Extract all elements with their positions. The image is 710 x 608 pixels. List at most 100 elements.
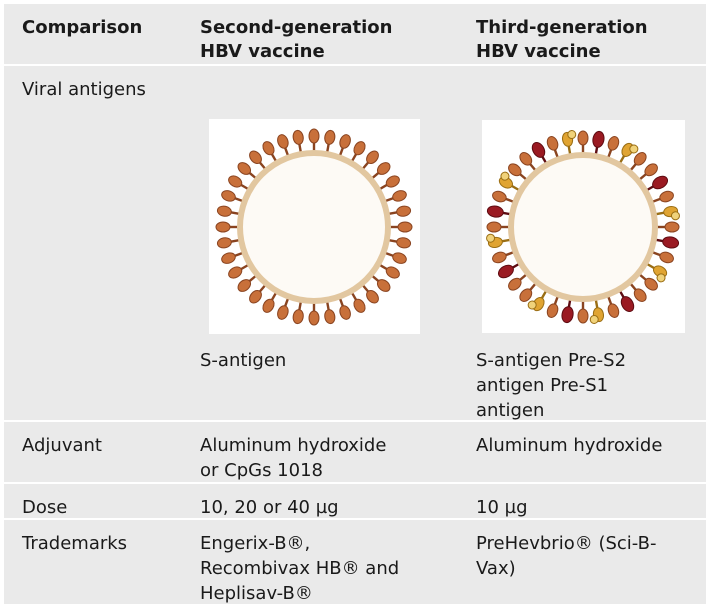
pre-s2-spike xyxy=(655,205,680,221)
s-antigen-spike xyxy=(577,130,589,153)
header-third-generation: Third-generation HBV vaccine xyxy=(476,17,648,62)
s-antigen-spike xyxy=(652,251,674,264)
s-antigen-spike xyxy=(237,274,257,292)
s-antigen-spike xyxy=(228,175,249,191)
s-antigen-spike xyxy=(249,150,267,170)
pre-s1-spike xyxy=(497,262,520,279)
s-antigen-spike xyxy=(577,301,589,324)
third-gen-dose: 10 µg xyxy=(476,497,528,518)
multi-antigen-particle-illustration xyxy=(482,120,685,333)
s-antigen-spike xyxy=(292,129,304,153)
s-antigen-spike xyxy=(308,128,320,151)
s-antigen-spike xyxy=(308,303,320,326)
second-gen-trademarks: Engerix-B®, Recombivax HB® and Heplisav-… xyxy=(200,533,400,604)
s-antigen-spike xyxy=(508,163,528,181)
s-antigen-spike xyxy=(324,301,336,325)
s-antigen-spike xyxy=(607,296,620,318)
s-antigen-spike xyxy=(492,251,514,264)
s-antigen-spike xyxy=(215,221,238,233)
pre-s1-spike xyxy=(561,299,574,324)
s-antigen-spike xyxy=(486,221,509,233)
comparison-table: Comparison Second-generation HBV vaccine… xyxy=(4,4,706,604)
s-antigen-spike xyxy=(338,134,351,156)
s-antigen-spike xyxy=(216,205,240,217)
s-antigen-spike xyxy=(492,190,514,203)
s-antigen-spike xyxy=(385,251,407,264)
table-row-dose: Dose 10, 20 or 40 µg 10 µg xyxy=(4,484,706,520)
s-antigen-spike xyxy=(350,292,366,313)
third-gen-adjuvant: Aluminum hydroxide xyxy=(476,435,663,456)
s-antigen-spike xyxy=(237,162,257,180)
s-antigen-spike xyxy=(371,162,391,180)
row-label-trademarks: Trademarks xyxy=(22,533,128,554)
pre-s1-spike xyxy=(592,130,605,155)
pre-s2-spike xyxy=(646,262,668,283)
s-antigen-spike xyxy=(379,175,400,191)
pre-s1-spike xyxy=(486,205,511,218)
pre-s2-spike xyxy=(589,299,605,324)
multi-antigen-particle-icon xyxy=(486,130,680,324)
s-antigen-spike xyxy=(388,237,412,249)
s-antigen-spike xyxy=(361,150,379,170)
s-antigen-spike xyxy=(262,141,278,162)
table-row-viral-antigens: Viral antigens S-antigen S-antigen Pre-S… xyxy=(4,66,706,422)
particle-membrane xyxy=(237,150,391,304)
third-gen-antigen-text: S-antigen Pre-S2 antigen Pre-S1 antigen xyxy=(476,350,627,421)
s-antigen-spike xyxy=(519,152,537,172)
s-antigen-spike xyxy=(221,251,243,264)
s-antigen-spike xyxy=(638,163,658,181)
pre-s1-spike xyxy=(646,175,669,192)
s-antigen-spikes xyxy=(215,128,413,326)
s-antigen-particle-illustration xyxy=(209,119,420,334)
pre-s2-spike xyxy=(561,130,577,155)
pre-s2-spike xyxy=(618,142,639,164)
s-antigen-spike xyxy=(638,273,658,291)
s-antigen-spike xyxy=(629,152,647,172)
particle-membrane xyxy=(508,152,658,302)
s-antigen-spike xyxy=(629,282,647,302)
s-antigen-spike xyxy=(388,205,412,217)
pre-s2-spike xyxy=(498,171,520,192)
s-antigen-particle-icon xyxy=(215,128,413,326)
s-antigen-spike xyxy=(508,273,528,291)
row-label-viral-antigens: Viral antigens xyxy=(22,79,146,100)
pre-s1-spike xyxy=(655,236,680,249)
s-antigen-spike xyxy=(324,129,336,153)
row-label-adjuvant: Adjuvant xyxy=(22,435,102,456)
s-antigen-spike xyxy=(361,284,379,304)
pre-s2-spike xyxy=(486,233,511,249)
pre-s1-spike xyxy=(531,141,548,164)
second-gen-adjuvant: Aluminum hydroxide or CpGs 1018 xyxy=(200,435,387,481)
s-antigen-spike xyxy=(249,284,267,304)
s-antigen-spike xyxy=(277,298,290,320)
table-row-trademarks: Trademarks Engerix-B®, Recombivax HB® an… xyxy=(4,520,706,604)
s-antigen-spike xyxy=(292,301,304,325)
header-second-generation: Second-generation HBV vaccine xyxy=(200,17,393,62)
s-antigen-spike xyxy=(350,141,366,162)
s-antigen-spike xyxy=(262,292,278,313)
s-antigen-spike xyxy=(371,274,391,292)
s-antigen-spike xyxy=(216,237,240,249)
s-antigen-spike xyxy=(519,282,537,302)
s-antigen-spike xyxy=(277,134,290,156)
third-gen-trademarks: PreHevbrio® (Sci-B- Vax) xyxy=(476,533,657,579)
s-antigen-spike xyxy=(221,190,243,203)
s-antigen-spike xyxy=(546,136,559,158)
header-comparison: Comparison xyxy=(22,17,143,38)
row-label-dose: Dose xyxy=(22,497,68,518)
s-antigen-spike xyxy=(657,221,680,233)
table-header-row: Comparison Second-generation HBV vaccine… xyxy=(4,4,706,66)
s-antigen-spike xyxy=(338,298,351,320)
s-antigen-spike xyxy=(379,263,400,279)
second-gen-antigen-text: S-antigen xyxy=(200,350,287,371)
s-antigen-spike xyxy=(652,190,674,203)
s-antigen-spike xyxy=(390,221,413,233)
pre-s1-spike xyxy=(618,290,635,313)
table-row-adjuvant: Adjuvant Aluminum hydroxide or CpGs 1018… xyxy=(4,422,706,484)
pre-s2-spike xyxy=(527,290,548,312)
s-antigen-spike xyxy=(607,136,620,158)
second-gen-dose: 10, 20 or 40 µg xyxy=(200,497,339,518)
s-antigen-spike xyxy=(228,263,249,279)
multi-antigen-spikes xyxy=(486,130,680,324)
s-antigen-spike xyxy=(546,296,559,318)
